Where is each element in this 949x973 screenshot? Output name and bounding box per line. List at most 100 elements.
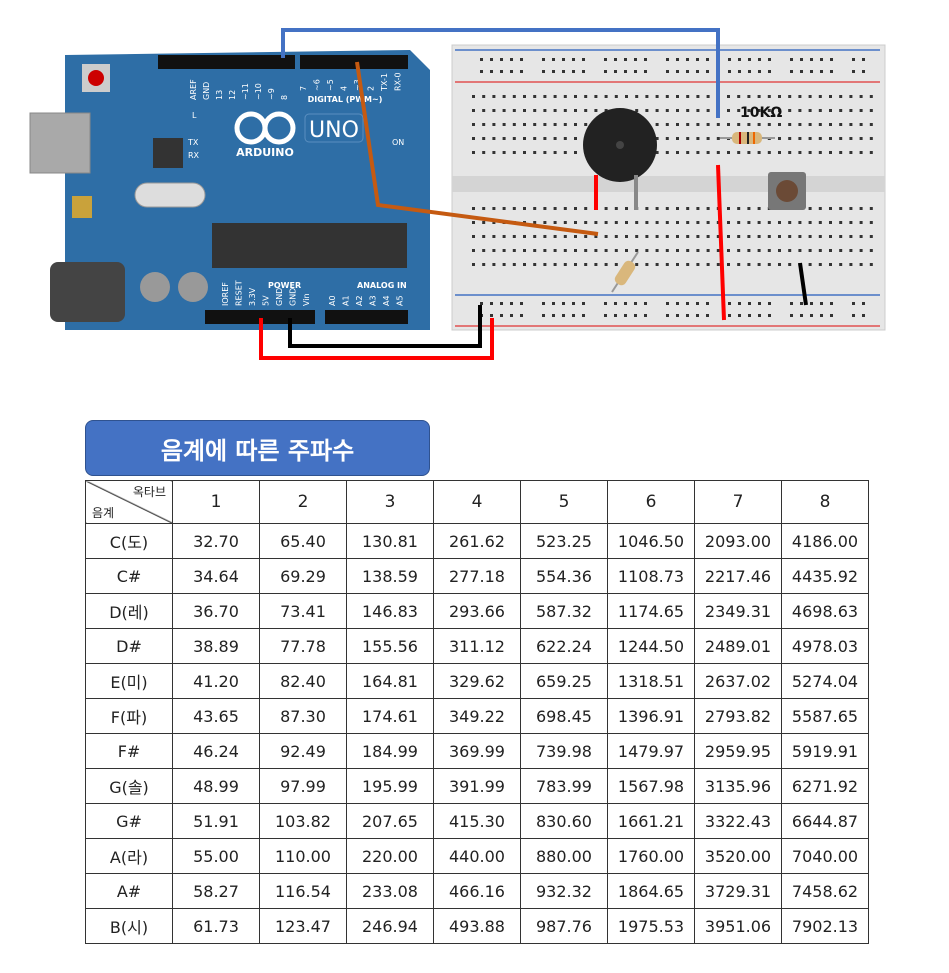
frequency-cell: 3520.00 — [694, 838, 782, 874]
pin-label: A2 — [355, 295, 364, 306]
frequency-cell: 155.56 — [346, 628, 434, 664]
led-label-l: L — [192, 111, 197, 120]
pin-label: 4 — [340, 86, 349, 91]
frequency-cell: 932.32 — [520, 873, 608, 909]
frequency-cell: 622.24 — [520, 628, 608, 664]
frequency-cell: 4978.03 — [781, 628, 869, 664]
wire-black-bb — [798, 262, 808, 306]
frequency-cell: 97.99 — [259, 768, 347, 804]
frequency-cell: 1479.97 — [607, 733, 695, 769]
pin-label: Vin — [302, 293, 311, 306]
usb-port — [29, 112, 91, 174]
frequency-cell: 32.70 — [172, 523, 260, 559]
wire-black-gnd — [288, 305, 482, 348]
octave-header: 3 — [346, 480, 434, 524]
octave-header: 6 — [607, 480, 695, 524]
octave-header: 1 — [172, 480, 260, 524]
pin-label: ~11 — [241, 83, 250, 100]
frequency-cell: 138.59 — [346, 558, 434, 594]
frequency-cell: 46.24 — [172, 733, 260, 769]
frequency-cell: 2637.02 — [694, 663, 782, 699]
note-cell: D# — [85, 628, 173, 664]
frequency-cell: 2793.82 — [694, 698, 782, 734]
wires — [259, 28, 808, 360]
frequency-cell: 195.99 — [346, 768, 434, 804]
pin-label: A1 — [342, 295, 351, 306]
push-button — [768, 172, 806, 210]
frequency-cell: 311.12 — [433, 628, 521, 664]
frequency-cell: 246.94 — [346, 908, 434, 944]
pin-label: ~5 — [326, 79, 335, 91]
corner-cell: 옥타브 음계 — [85, 480, 173, 524]
arduino-brand: ARDUINO — [236, 146, 294, 159]
frequency-cell: 523.25 — [520, 523, 608, 559]
note-cell: B(시) — [85, 908, 173, 944]
power-header — [205, 310, 315, 324]
frequency-cell: 73.41 — [259, 593, 347, 629]
digital-label: DIGITAL (PWM~) — [308, 95, 383, 104]
note-cell: C(도) — [85, 523, 173, 559]
frequency-cell: 1244.50 — [607, 628, 695, 664]
corner-note-label: 음계 — [92, 506, 115, 520]
resistor-diagonal — [611, 251, 639, 293]
pin-label: ~3 — [353, 79, 362, 91]
corner-octave-label: 옥타브 — [132, 485, 166, 499]
note-cell: C# — [85, 558, 173, 594]
frequency-cell: 164.81 — [346, 663, 434, 699]
pin-label: GND — [289, 288, 298, 306]
frequency-cell: 466.16 — [433, 873, 521, 909]
frequency-cell: 4186.00 — [781, 523, 869, 559]
arduino-model: UNO — [309, 118, 359, 143]
table-title: 음계에 따른 주파수 — [85, 420, 430, 476]
note-cell: D(레) — [85, 593, 173, 629]
note-cell: A# — [85, 873, 173, 909]
frequency-cell: 116.54 — [259, 873, 347, 909]
frequency-cell: 7458.62 — [781, 873, 869, 909]
note-cell: G# — [85, 803, 173, 839]
frequency-cell: 233.08 — [346, 873, 434, 909]
wire-red-power — [259, 318, 494, 360]
frequency-cell: 48.99 — [172, 768, 260, 804]
note-cell: F(파) — [85, 698, 173, 734]
octave-header: 2 — [259, 480, 347, 524]
frequency-cell: 349.22 — [433, 698, 521, 734]
frequency-cell: 1396.91 — [607, 698, 695, 734]
frequency-cell: 5919.91 — [781, 733, 869, 769]
frequency-cell: 440.00 — [433, 838, 521, 874]
digital-header-left — [158, 55, 295, 69]
led-label-on: ON — [392, 138, 404, 147]
frequency-cell: 41.20 — [172, 663, 260, 699]
pin-label: A4 — [382, 295, 391, 306]
breadboard-holes — [472, 58, 873, 317]
frequency-cell: 2349.31 — [694, 593, 782, 629]
frequency-cell: 3322.43 — [694, 803, 782, 839]
buzzer — [583, 108, 657, 210]
frequency-cell: 5274.04 — [781, 663, 869, 699]
frequency-cell: 391.99 — [433, 768, 521, 804]
frequency-cell: 146.83 — [346, 593, 434, 629]
frequency-cell: 987.76 — [520, 908, 608, 944]
circuit-diagram: ARDUINO UNO DIGITAL (PWM~) ANALOG IN POW… — [29, 28, 886, 360]
frequency-cell: 1661.21 — [607, 803, 695, 839]
frequency-cell: 5587.65 — [781, 698, 869, 734]
pin-label: ~9 — [267, 88, 276, 100]
resistor-10k: 10KΩ — [720, 105, 782, 144]
frequency-cell: 34.64 — [172, 558, 260, 594]
frequency-cell: 87.30 — [259, 698, 347, 734]
note-cell: F# — [85, 733, 173, 769]
octave-header: 4 — [433, 480, 521, 524]
frequency-cell: 123.47 — [259, 908, 347, 944]
breadboard — [451, 44, 886, 331]
frequency-cell: 329.62 — [433, 663, 521, 699]
wire-red-bb — [716, 164, 726, 321]
note-cell: G(솔) — [85, 768, 173, 804]
frequency-cell: 92.49 — [259, 733, 347, 769]
